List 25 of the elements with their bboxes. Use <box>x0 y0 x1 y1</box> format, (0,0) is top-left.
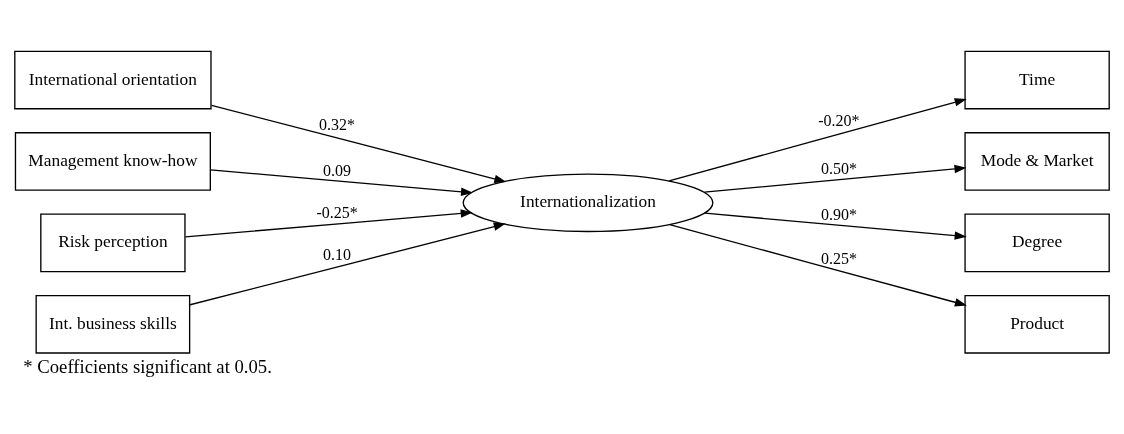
node-box: Risk perception <box>40 213 186 272</box>
edge-label: -0.25* <box>316 203 358 221</box>
edge-label: -0.20* <box>818 111 860 129</box>
arrow <box>703 164 967 193</box>
arrow <box>189 222 506 305</box>
edge-label: 0.25* <box>820 249 857 267</box>
edge-label: 0.50* <box>820 159 857 177</box>
edge-label: 0.32* <box>319 115 356 133</box>
arrow <box>669 223 967 306</box>
caption: * Coefficients significant at 0.05. <box>23 355 272 377</box>
node-box: International orientation <box>14 50 212 109</box>
node-box: Int. business skills <box>35 294 191 354</box>
edge-label: 0.09 <box>323 161 352 179</box>
node-box: Mode & Market <box>964 131 1110 191</box>
arrow <box>209 168 474 196</box>
node-box: Time <box>964 50 1110 109</box>
edge-label: 0.90* <box>820 205 857 223</box>
arrow <box>184 208 473 237</box>
node-box: Degree <box>964 213 1110 272</box>
arrow <box>704 212 967 240</box>
node-box: Management know-how <box>14 131 211 191</box>
node-box: Product <box>964 294 1110 354</box>
arrow <box>210 104 507 183</box>
edge-label: 0.10 <box>323 245 352 263</box>
arrow <box>668 97 967 182</box>
